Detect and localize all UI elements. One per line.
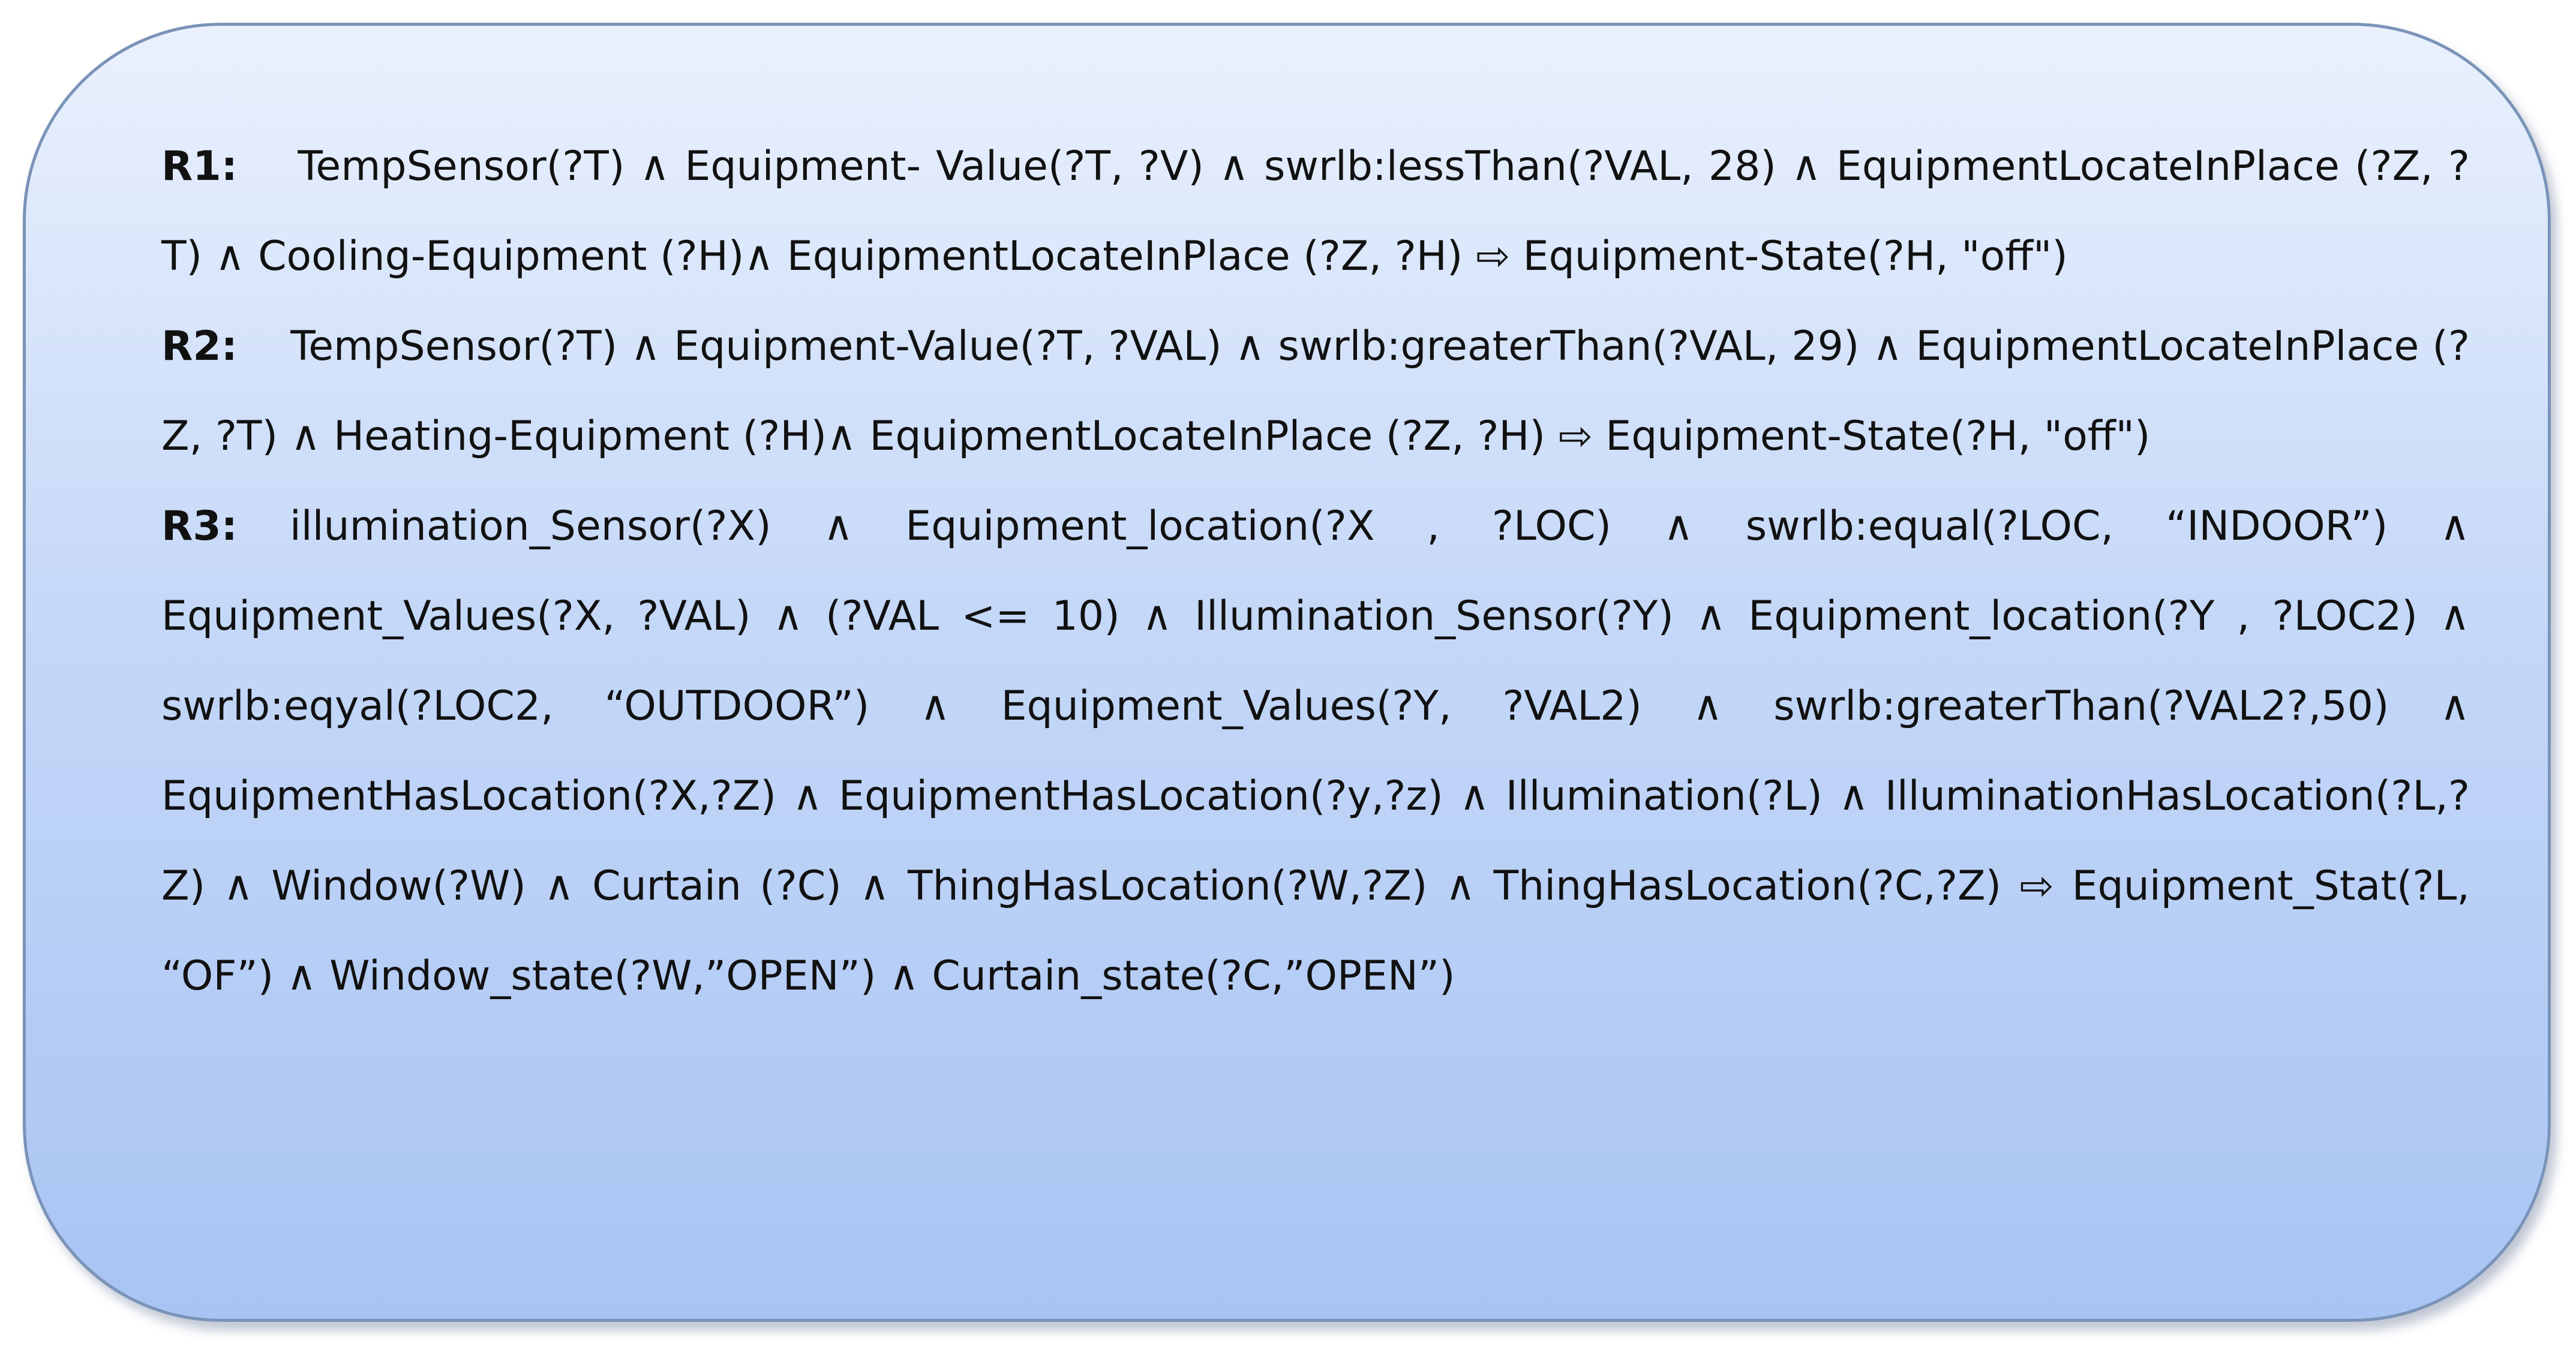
rules-list: R1: TempSensor(?T) ∧ Equipment- Value(?T…	[161, 122, 2470, 1021]
rule-id: R2:	[161, 323, 238, 370]
rule-r2: R2: TempSensor(?T) ∧ Equipment-Value(?T,…	[161, 302, 2470, 482]
rule-r1: R1: TempSensor(?T) ∧ Equipment- Value(?T…	[161, 122, 2470, 302]
rules-panel: R1: TempSensor(?T) ∧ Equipment- Value(?T…	[23, 23, 2551, 1322]
rule-text: illumination_Sensor(?X) ∧ Equipment_loca…	[161, 503, 2470, 1000]
rule-text: TempSensor(?T) ∧ Equipment-Value(?T, ?VA…	[161, 323, 2470, 460]
rule-text: TempSensor(?T) ∧ Equipment- Value(?T, ?V…	[161, 143, 2470, 280]
rule-id: R3:	[161, 503, 238, 550]
rule-r3: R3: illumination_Sensor(?X) ∧ Equipment_…	[161, 482, 2470, 1021]
rule-id: R1:	[161, 143, 238, 190]
